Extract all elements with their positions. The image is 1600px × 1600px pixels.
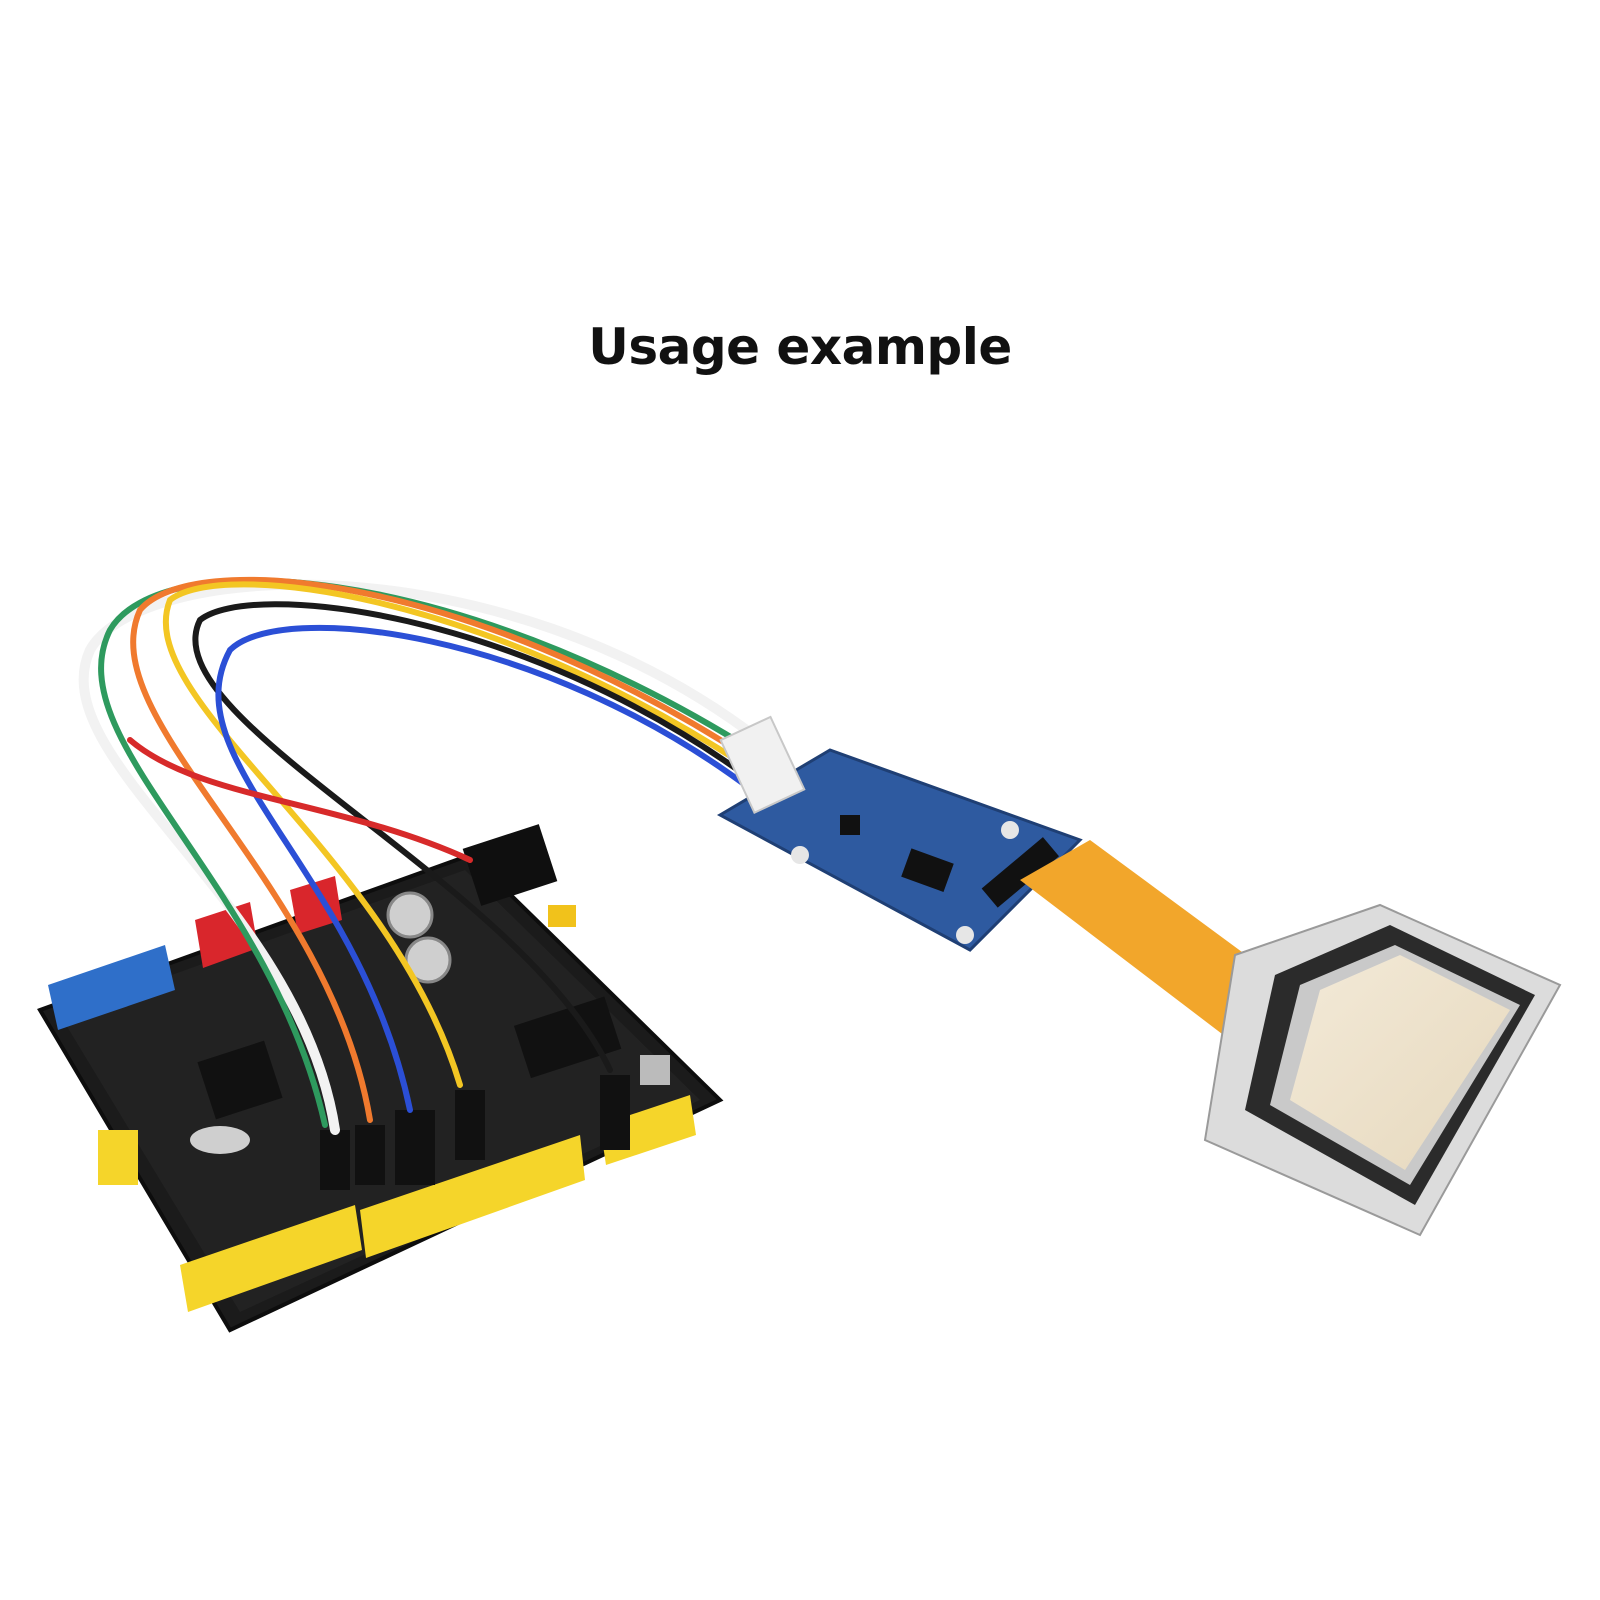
cable-connector-icon — [719, 715, 806, 814]
dupont-connector-icon — [600, 1075, 630, 1150]
usb-chip-icon — [513, 996, 622, 1079]
wire-harness — [78, 577, 765, 1135]
sensor-chip-icon — [840, 815, 860, 835]
oled-display-panel — [1203, 903, 1562, 1237]
dupont-connector-icon — [320, 1130, 350, 1190]
main-controller-board — [37, 824, 724, 1333]
crystal-oscillator-icon — [190, 1126, 250, 1154]
driver-chip-icon — [901, 848, 954, 892]
caption-title: Usage example — [588, 318, 1012, 376]
flex-cable — [1020, 840, 1280, 1040]
icsp-header-icon — [98, 1130, 138, 1185]
mounting-hole-icon — [1001, 821, 1019, 839]
driver-module-board — [716, 715, 1083, 952]
fpc-connector-icon — [981, 837, 1059, 908]
jumper-icon — [548, 905, 576, 927]
microcontroller-chip-icon — [197, 1040, 283, 1120]
mounting-hole-icon — [956, 926, 974, 944]
power-jack-icon — [462, 824, 558, 906]
yellow-header-icon — [180, 1205, 362, 1312]
blue-header-icon — [48, 945, 175, 1030]
yellow-header-icon — [360, 1135, 585, 1258]
dupont-connector-icon — [455, 1090, 485, 1160]
mounting-hole-icon — [791, 846, 809, 864]
capacitor-icon — [386, 891, 434, 939]
usb-port-icon — [640, 1055, 670, 1085]
dupont-connector-icon — [355, 1125, 385, 1185]
red-header-icon — [290, 876, 342, 934]
dupont-connector-icon — [395, 1110, 435, 1185]
